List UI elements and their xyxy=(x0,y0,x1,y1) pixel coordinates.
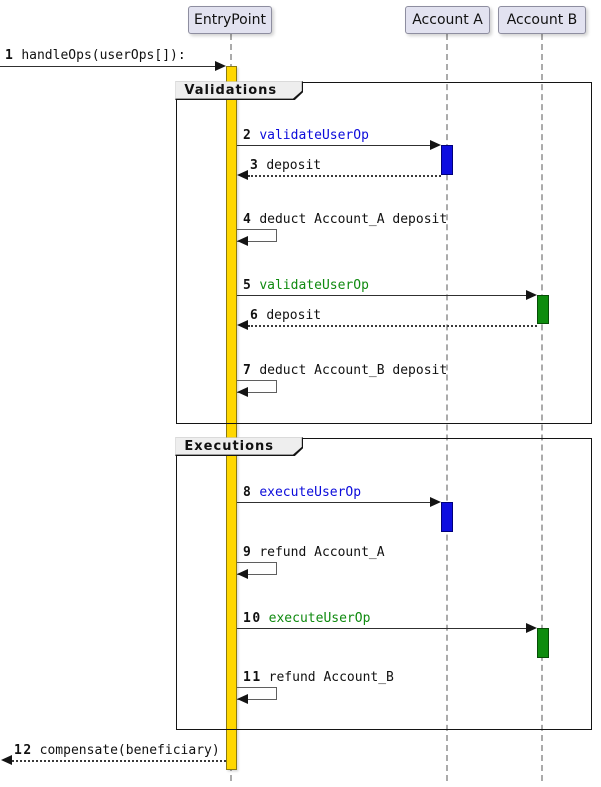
message-8-arrowhead xyxy=(430,497,441,507)
message-6-arrowhead xyxy=(237,320,248,330)
activation-account-b-execute xyxy=(537,628,549,658)
message-12-line xyxy=(12,760,226,762)
message-2-arrowhead xyxy=(430,140,441,150)
frame-validations-header: Validations xyxy=(175,81,304,101)
participant-entrypoint: EntryPoint xyxy=(188,6,272,34)
lifeline-account-b xyxy=(541,34,543,781)
activation-entrypoint xyxy=(226,66,237,770)
activation-account-b-validate xyxy=(537,295,549,324)
message-9-arrowhead xyxy=(237,569,248,579)
message-11-arrowhead xyxy=(237,694,248,704)
activation-account-a-execute xyxy=(441,502,453,532)
message-9-self-loop xyxy=(237,562,277,575)
frame-validations: Validations xyxy=(175,81,592,424)
message-1-arrowhead xyxy=(215,61,226,71)
activation-account-a-validate xyxy=(441,145,453,175)
message-5-line xyxy=(237,295,527,296)
lifeline-account-a xyxy=(446,34,448,781)
participant-account-a: Account A xyxy=(405,6,490,34)
message-1-line xyxy=(0,66,216,67)
participant-account-a-label: Account A xyxy=(412,12,483,28)
message-5-arrowhead xyxy=(526,290,537,300)
message-11-self-loop xyxy=(237,687,277,700)
message-12-arrowhead xyxy=(1,755,12,765)
message-4-arrowhead xyxy=(237,236,248,246)
message-6-line xyxy=(248,325,537,327)
frame-validations-label: Validations xyxy=(184,82,278,98)
participant-account-b-label: Account B xyxy=(506,12,578,28)
message-4-self-loop xyxy=(237,229,277,242)
message-8-line xyxy=(237,502,430,503)
participant-entrypoint-label: EntryPoint xyxy=(193,12,266,28)
frame-executions-header: Executions xyxy=(175,437,304,457)
message-2-line xyxy=(237,145,430,146)
message-10-arrowhead xyxy=(526,623,537,633)
message-7-self-loop xyxy=(237,380,277,393)
frame-executions: Executions xyxy=(175,437,592,730)
message-7-arrowhead xyxy=(237,387,248,397)
message-3-line xyxy=(248,175,441,177)
message-10-line xyxy=(237,628,527,629)
frame-executions-label: Executions xyxy=(184,438,275,454)
message-3-arrowhead xyxy=(237,170,248,180)
participant-account-b: Account B xyxy=(498,6,586,34)
